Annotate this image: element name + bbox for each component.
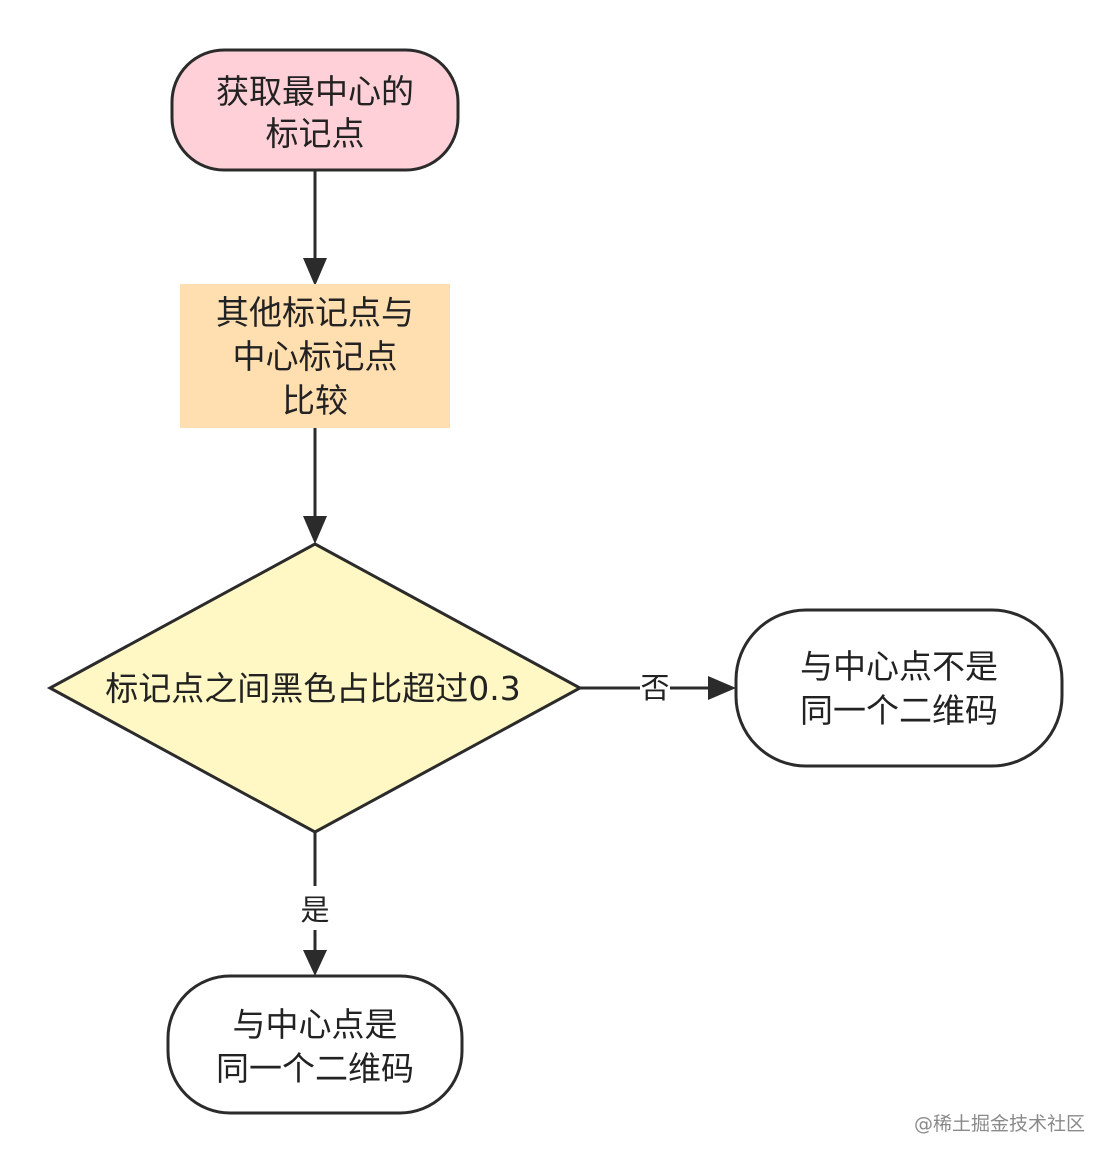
edge-compare-to-decision: [303, 428, 327, 544]
edge-decision-to-yes: 是: [300, 832, 330, 976]
node-compare: 其他标记点与 中心标记点 比较: [180, 284, 450, 428]
arrowhead-icon: [303, 950, 327, 976]
node-result-no-line-1: 与中心点不是: [800, 647, 998, 686]
node-compare-line-3: 比较: [282, 381, 348, 420]
edge-label-yes: 是: [300, 893, 329, 927]
edge-start-to-compare: [303, 170, 327, 286]
watermark: @稀土掘金技术社区: [913, 1113, 1085, 1135]
node-decision: 标记点之间黑色占比超过0.3: [46, 542, 584, 834]
edge-label-no: 否: [640, 671, 669, 705]
node-result-no-line-2: 同一个二维码: [800, 691, 998, 730]
node-start: 获取最中心的 标记点: [170, 48, 460, 172]
node-result-yes: 与中心点是 同一个二维码: [166, 974, 464, 1115]
node-result-yes-line-2: 同一个二维码: [216, 1049, 414, 1088]
arrowhead-icon: [708, 676, 736, 700]
edge-decision-to-no: 否: [580, 671, 736, 705]
node-result-yes-line-1: 与中心点是: [233, 1005, 398, 1044]
arrowhead-icon: [303, 516, 327, 544]
node-compare-line-2: 中心标记点: [233, 337, 398, 376]
node-result-no: 与中心点不是 同一个二维码: [734, 608, 1064, 768]
node-compare-line-1: 其他标记点与: [216, 293, 414, 332]
arrowhead-icon: [303, 258, 327, 286]
node-decision-label: 标记点之间黑色占比超过0.3: [105, 669, 520, 708]
node-start-line-2: 标记点: [266, 114, 365, 153]
node-start-line-1: 获取最中心的: [216, 72, 414, 111]
